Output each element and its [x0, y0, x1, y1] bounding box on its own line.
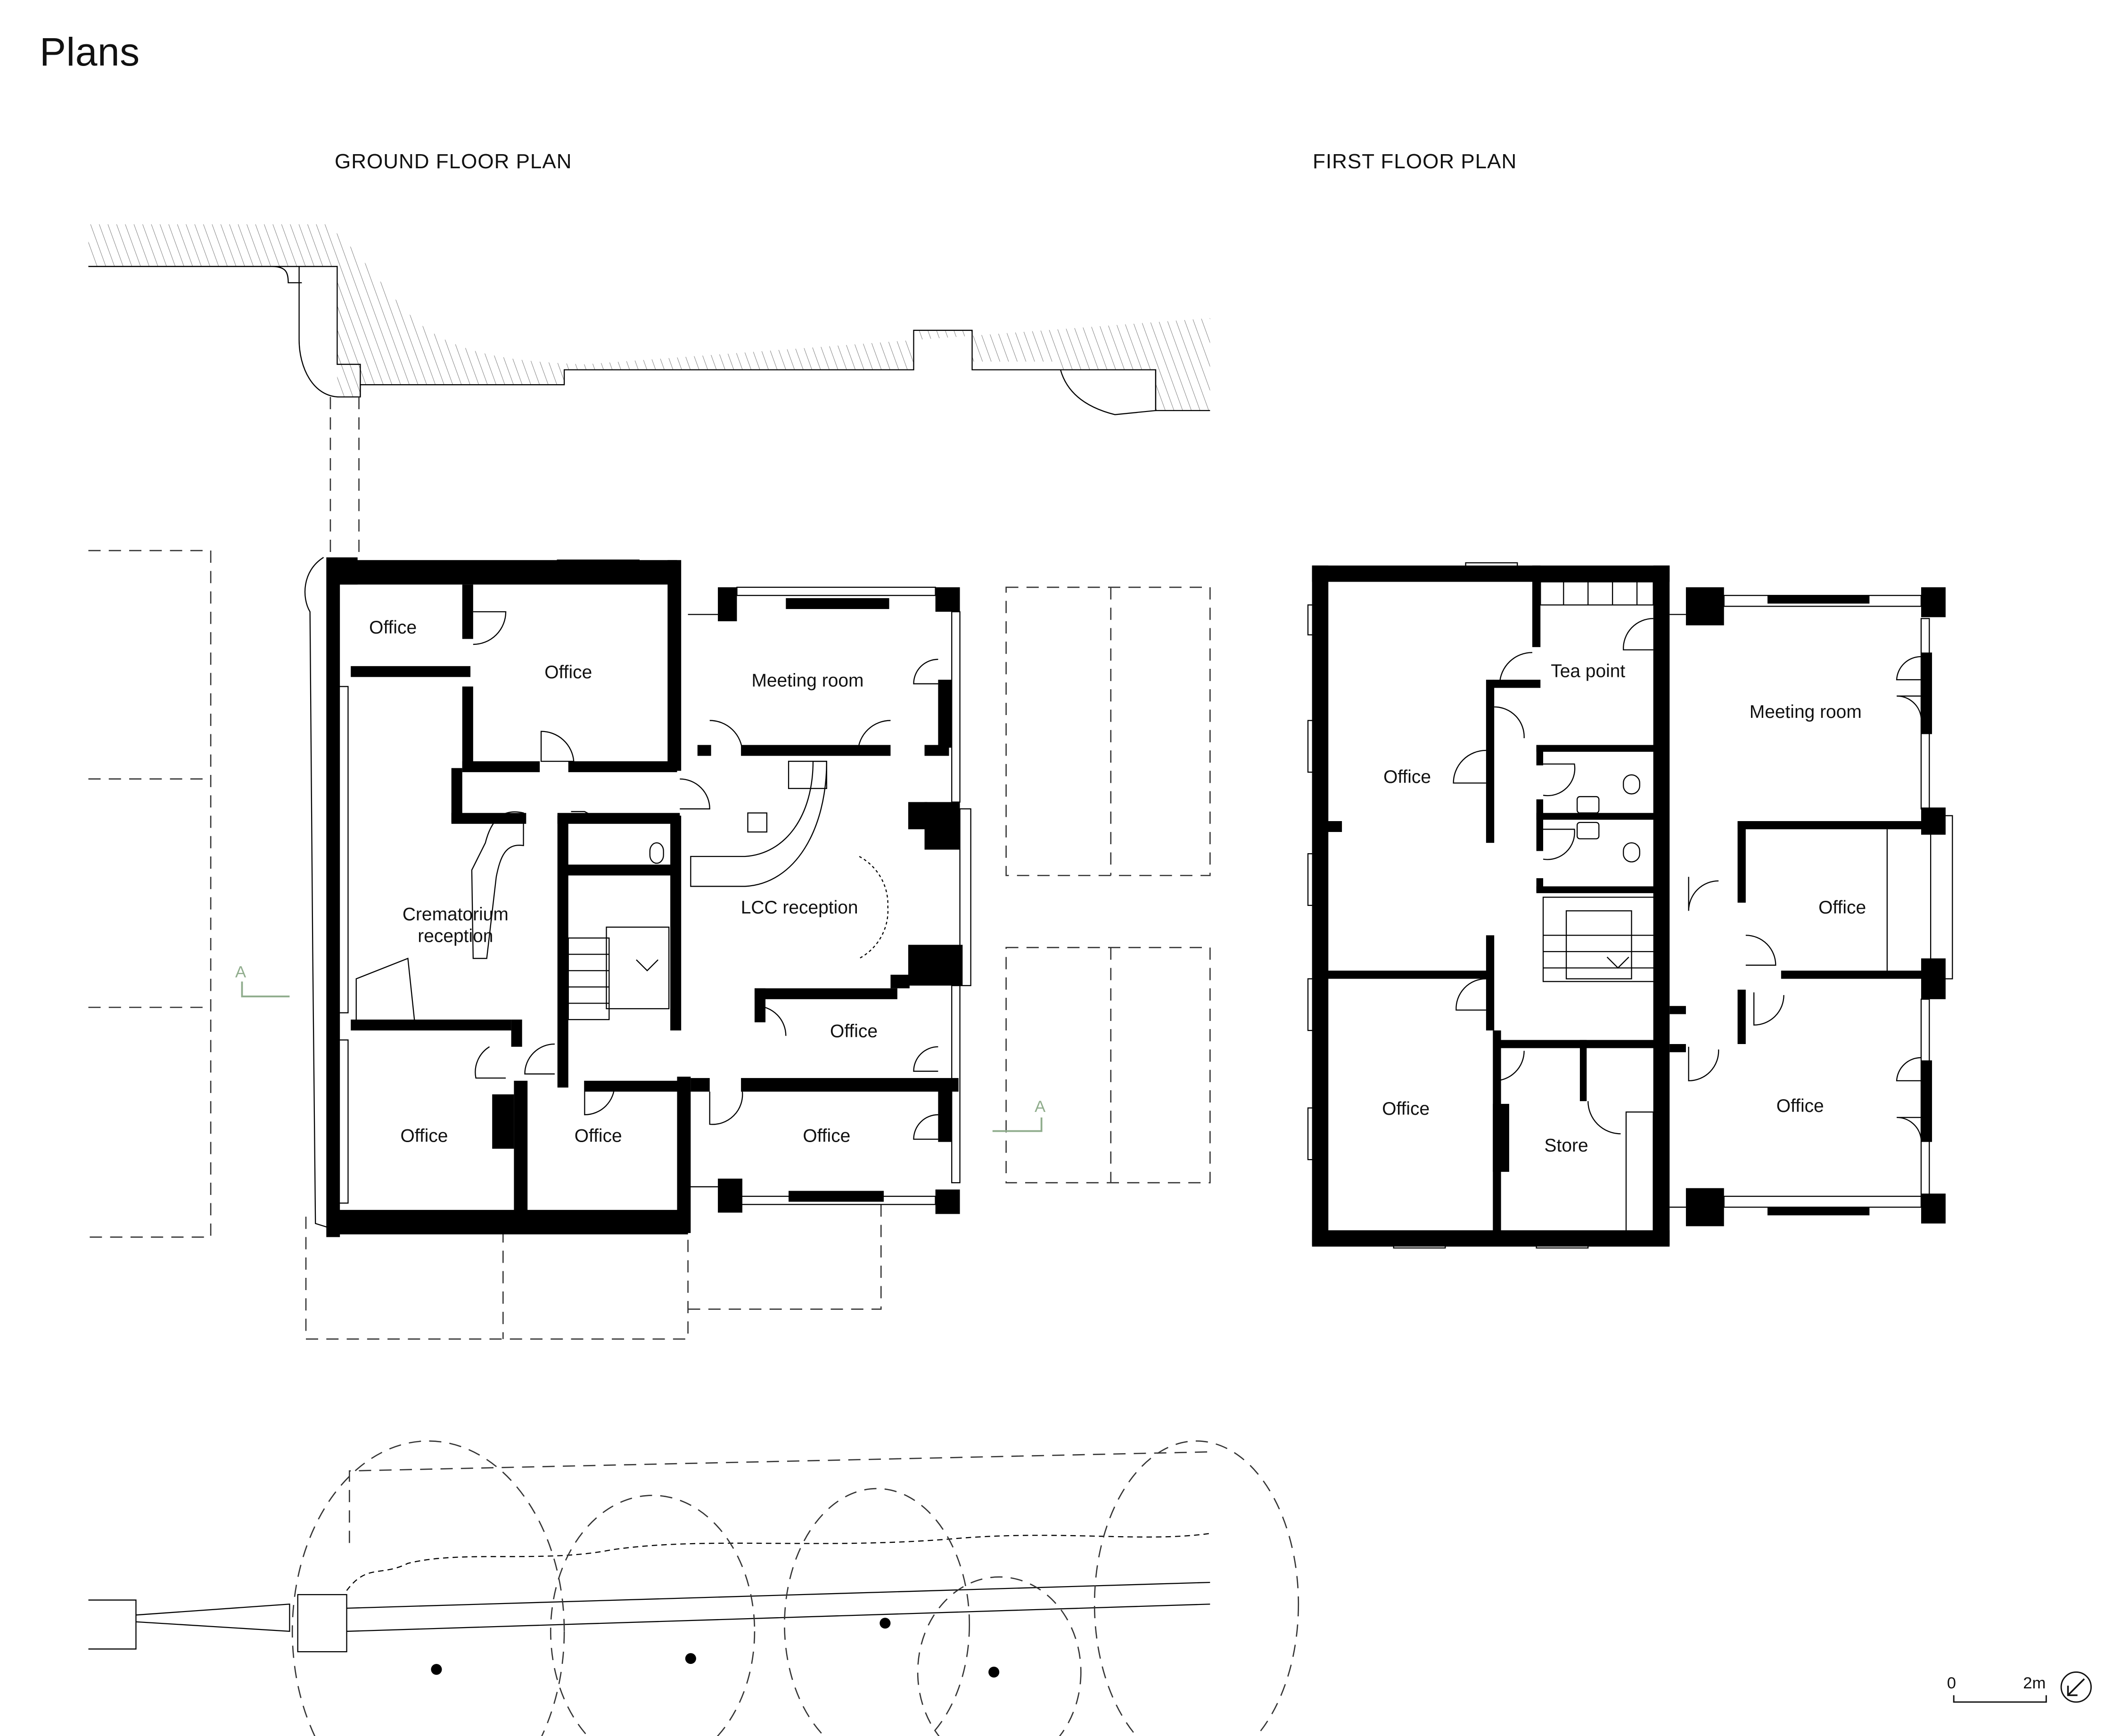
first-floor-walls [1312, 565, 1946, 1247]
parking-bays-right [1005, 586, 1211, 1184]
page-title: Plans [40, 30, 140, 74]
room-label-office: Office [830, 1021, 878, 1042]
room-label-office: Office [575, 1126, 622, 1146]
ground-floor-doors [355, 611, 938, 1140]
ground-floor-wc [649, 842, 664, 864]
room-label-meeting-room: Meeting room [1750, 702, 1862, 722]
section-marker-a-east: A [992, 1098, 1046, 1132]
ground-floor-plan: A A Office Office Meeting room Crematori… [88, 224, 1299, 1736]
ground-floor-walls [326, 557, 963, 1237]
svg-text:A: A [235, 963, 247, 981]
first-floor-plan: Office Tea point Meeting room Office Off… [1307, 562, 1953, 1249]
room-label-office: Office [369, 617, 417, 638]
room-label-crematorium-reception: reception [418, 926, 493, 946]
room-label-office: Office [1382, 1099, 1430, 1119]
ground-floor-plan-title: GROUND FLOOR PLAN [335, 150, 572, 173]
scale-bar: 0 2m [1947, 1674, 2047, 1703]
first-floor-doors [1453, 618, 1922, 1140]
reception-desks [471, 760, 828, 959]
ground-floor-stair [567, 926, 670, 1020]
room-label-lcc-reception: LCC reception [741, 897, 858, 918]
room-label-office: Office [803, 1126, 850, 1146]
svg-text:A: A [1035, 1098, 1046, 1116]
room-label-office: Office [1776, 1096, 1824, 1116]
north-arrow-icon [2060, 1671, 2092, 1703]
room-label-office: Office [1383, 767, 1431, 787]
first-floor-plan-title: FIRST FLOOR PLAN [1313, 150, 1517, 173]
section-marker-a-west: A [235, 963, 290, 997]
room-label-store: Store [1545, 1135, 1588, 1156]
parking-bays-left [88, 550, 212, 1238]
svg-text:0: 0 [1947, 1674, 1956, 1692]
parking-bays-bottom [305, 1203, 882, 1340]
site-landscape [88, 1440, 1299, 1736]
room-label-office: Office [1818, 897, 1866, 918]
room-label-office: Office [401, 1126, 448, 1146]
first-floor-windows [1307, 562, 1953, 1249]
first-floor-stair [1540, 581, 1660, 1233]
svg-text:2m: 2m [2023, 1674, 2046, 1692]
room-label-crematorium: Crematorium [403, 905, 509, 925]
adjacent-building-hatch [88, 224, 1210, 415]
ground-floor-windows [337, 559, 971, 1233]
room-label-tea-point: Tea point [1551, 661, 1625, 681]
room-label-office: Office [544, 662, 592, 683]
room-label-meeting-room: Meeting room [751, 670, 863, 691]
first-floor-sanitary [1577, 774, 1640, 863]
